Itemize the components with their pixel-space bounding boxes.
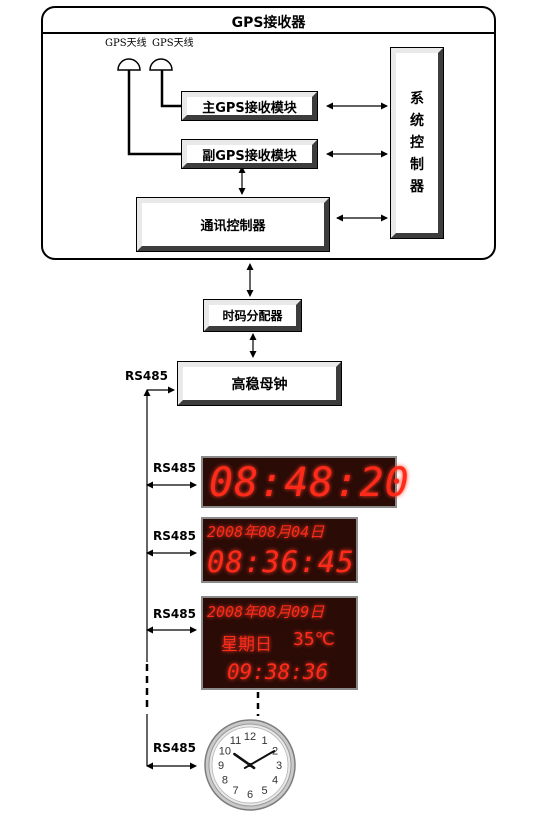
clock-number: 2 [272,746,278,758]
system-controller-char: 控 [410,135,424,151]
primary-gps-module: 主GPS接收模块 [181,91,318,121]
clock-number: 11 [230,735,241,747]
led-display-time: 08:48:20 [201,456,409,508]
antenna-label: GPS天线 [105,38,147,49]
primary-gps-module-label: 主GPS接收模块 [202,100,297,116]
backup-gps-module-label: 副GPS接收模块 [202,148,297,164]
clock-number: 7 [232,785,238,797]
antenna-icon [149,58,173,71]
antenna-cable [127,70,182,156]
time-code-distributor-label: 时码分配器 [222,309,283,323]
system-controller-char: 器 [410,179,424,195]
led-display-date-time: 2008年08月04日 08:36:45 [201,517,358,583]
rs485-label: RS485 [153,607,196,621]
clock-number: 10 [219,746,231,758]
clock-center-cap [248,763,252,767]
clock-number: 9 [218,760,224,772]
led-display-full: 2008年08月09日 星期日 35℃ 09:38:36 [201,596,358,690]
display2-time: 08:36:45 [207,545,355,579]
master-clock-label: 高稳母钟 [231,376,288,393]
system-controller-char: 统 [410,113,424,129]
display3-weekday: 星期日 [221,635,272,655]
display1-time: 08:48:20 [209,460,410,506]
gps-receiver-panel: GPS接收器 [41,6,496,260]
clock-number: 12 [244,731,256,743]
clock-number: 5 [261,785,267,797]
system-controller-char: 制 [410,157,424,173]
rs485-label: RS485 [153,741,196,755]
antenna-label: GPS天线 [152,38,194,49]
clock-number: 8 [222,775,228,787]
display3-date: 2008年08月09日 [207,603,325,621]
clock-number: 4 [272,775,278,787]
clock-number: 6 [247,789,253,801]
display3-temperature: 35℃ [293,629,335,650]
antenna-icon [117,58,141,71]
clock-number: 3 [276,760,282,772]
rs485-label: RS485 [153,529,196,543]
backup-gps-module: 副GPS接收模块 [181,139,318,169]
display3-time: 09:38:36 [227,660,329,684]
time-code-distributor: 时码分配器 [203,299,302,332]
receiver-header [43,8,494,34]
rs485-label: RS485 [153,461,196,475]
comm-controller-label: 通讯控制器 [200,219,266,234]
antenna-cable [160,70,182,108]
clock-number: 1 [261,735,267,747]
system-controller-char: 系 [410,91,424,107]
comm-controller: 通讯控制器 [136,197,330,252]
receiver-title: GPS接收器 [231,15,306,31]
system-controller: 系 统 控 制 器 [390,47,444,239]
display2-date: 2008年08月04日 [207,523,325,541]
master-clock: 高稳母钟 [177,361,342,406]
rs485-label: RS485 [125,369,168,383]
